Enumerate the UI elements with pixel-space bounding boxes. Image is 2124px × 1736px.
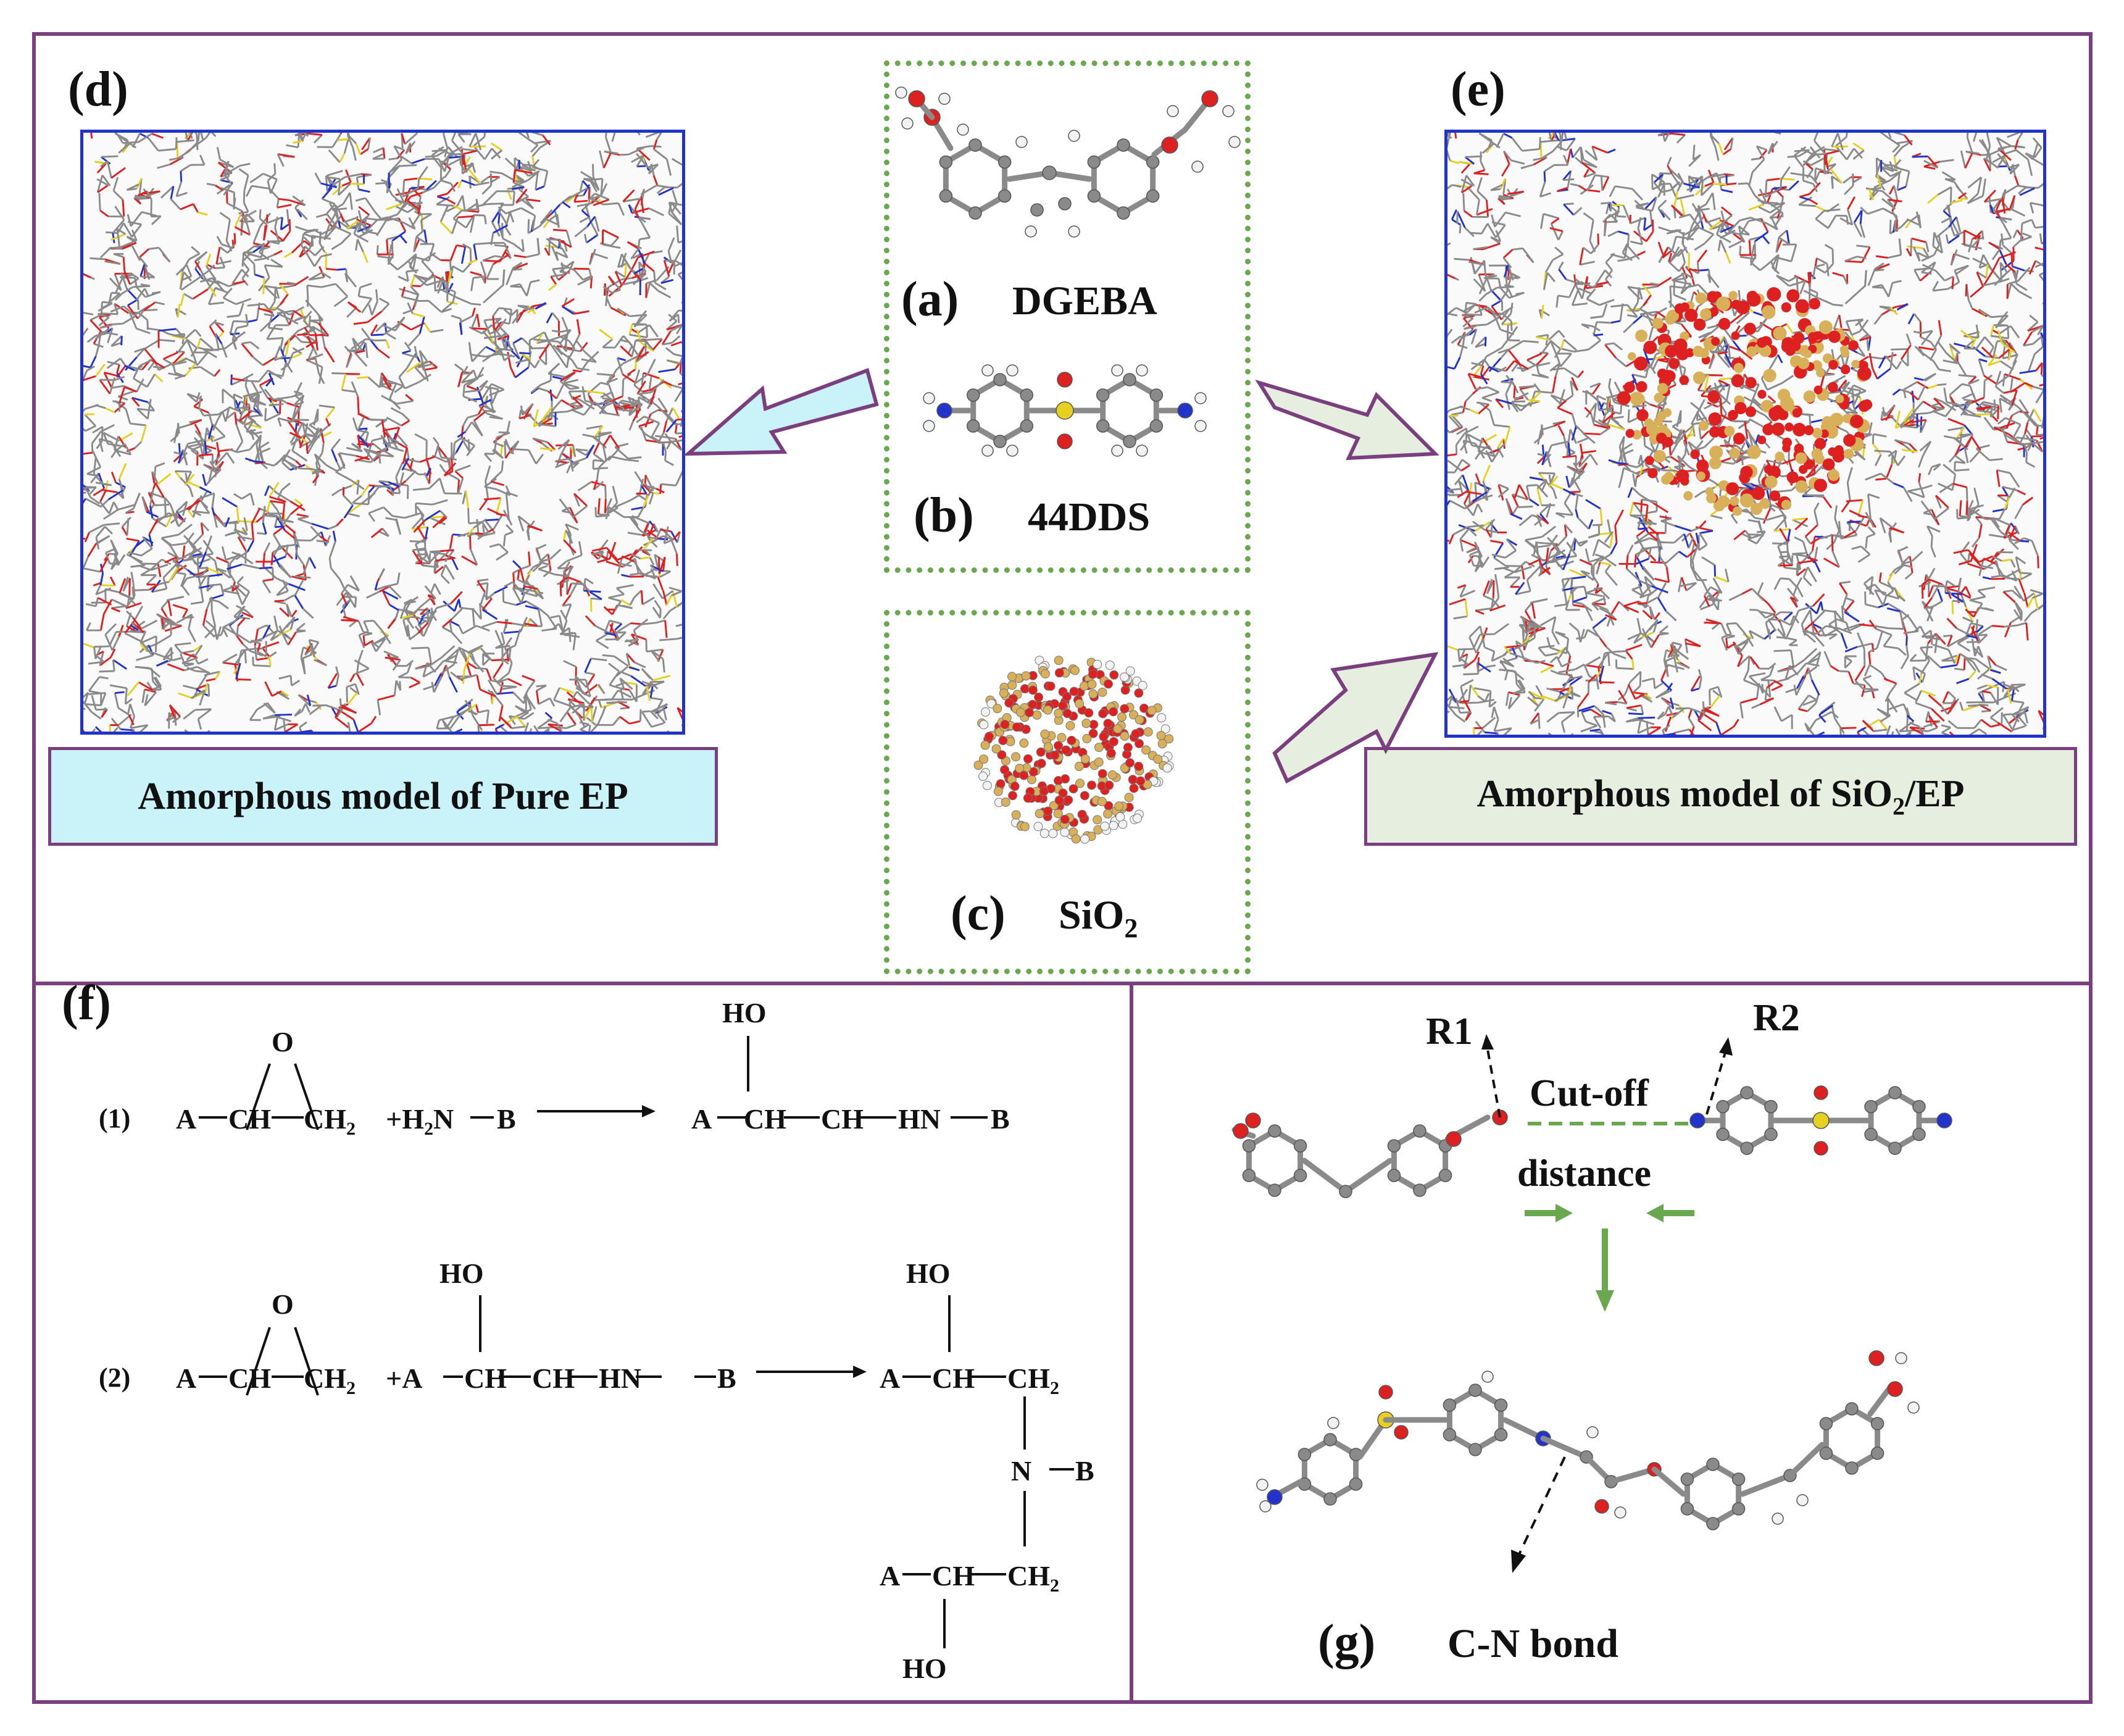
panel-c-label: (c) (951, 887, 1006, 941)
r2-ho: HO (439, 1258, 484, 1289)
r2-product-n: N (1011, 1455, 1032, 1487)
r2-label: R2 (1753, 997, 1800, 1039)
r1-product-ch1: CH (744, 1103, 786, 1135)
panel-a-label: (a) (901, 272, 959, 327)
r1-product-ch2: CH (821, 1103, 864, 1135)
dds-name: 44DDS (1028, 495, 1151, 540)
sio2-ep-simulation-box (1444, 130, 2046, 738)
r2-product-b: B (1075, 1455, 1094, 1487)
pure-ep-network (83, 133, 682, 732)
r2-product-a: A (880, 1363, 901, 1394)
r1-b: B (497, 1103, 516, 1135)
r1-ch2: CH2 (304, 1103, 356, 1140)
pure-ep-caption-box: Amorphous model of Pure EP (48, 747, 718, 846)
polymer-bonds (1447, 133, 2043, 735)
r2-product-ch2: CH2 (1007, 1363, 1059, 1399)
r1-product-hn: HN (898, 1103, 941, 1135)
r1-product-ho: HO (722, 997, 767, 1029)
pure-ep-simulation-box (80, 130, 685, 735)
cn-bond-caption: C-N bond (1447, 1621, 1618, 1666)
panel-f-label: (f) (62, 976, 111, 1030)
r2-product-ho-bottom: HO (902, 1653, 947, 1684)
r2-plus-a: +A (386, 1363, 423, 1394)
panel-e-label: (e) (1451, 62, 1506, 117)
sio2-ep-caption: Amorphous model of SiO2/EP (1476, 772, 1965, 820)
panel-b-label: (b) (914, 488, 974, 543)
r1-ch: CH (228, 1103, 271, 1135)
r2-b: B (717, 1363, 736, 1394)
polymer-bonds (83, 133, 682, 732)
panel-g-label: (g) (1318, 1615, 1376, 1669)
r2-ch: CH (228, 1363, 271, 1394)
r2-hn: HN (599, 1363, 641, 1394)
sio2-nanoparticle (973, 656, 1174, 844)
r2-a: A (176, 1363, 197, 1394)
r1-label: R1 (1426, 1011, 1473, 1053)
vertical-divider (1130, 982, 1133, 1704)
sio2-cluster (1617, 287, 1873, 516)
r2-ch-1: CH (464, 1363, 507, 1394)
r2-product-ch2-bottom: CH2 (1007, 1560, 1059, 1596)
cutoff-label: Cut-off (1530, 1072, 1649, 1114)
monomer-dotted-box (884, 61, 1251, 573)
r2-product-ch-bottom: CH (932, 1560, 975, 1592)
sio2-dotted-box (884, 610, 1251, 974)
r2-product-ch: CH (932, 1363, 975, 1394)
dds-molecule (923, 364, 1207, 457)
reaction-2-number: (2) (99, 1363, 131, 1393)
r1-a: A (176, 1103, 197, 1135)
r2-epoxide-o: O (272, 1288, 294, 1320)
r1-product-a: A (691, 1103, 712, 1135)
distance-label: distance (1517, 1153, 1651, 1195)
sio2-name: SiO2 (1059, 893, 1138, 944)
r1-plus-h2n: +H2N (386, 1103, 454, 1140)
sio2-ep-caption-box: Amorphous model of SiO2/EP (1364, 747, 2077, 846)
dgeba-molecule (895, 86, 1241, 238)
horizontal-divider (32, 982, 2093, 985)
dgeba-name: DGEBA (1012, 278, 1157, 323)
r2-ch2: CH2 (304, 1363, 356, 1399)
reaction-1-number: (1) (99, 1103, 131, 1133)
r1-product-b: B (991, 1103, 1010, 1135)
r1-epoxide-o: O (272, 1026, 294, 1058)
r2-product-a-bottom: A (880, 1560, 901, 1592)
pure-ep-caption: Amorphous model of Pure EP (138, 775, 628, 817)
r2-product-ho-top: HO (906, 1258, 951, 1289)
r2-ch-2: CH (532, 1363, 575, 1394)
sio2-ep-network (1447, 133, 2043, 735)
outer-frame (32, 32, 2093, 1704)
panel-d-label: (d) (68, 62, 128, 117)
